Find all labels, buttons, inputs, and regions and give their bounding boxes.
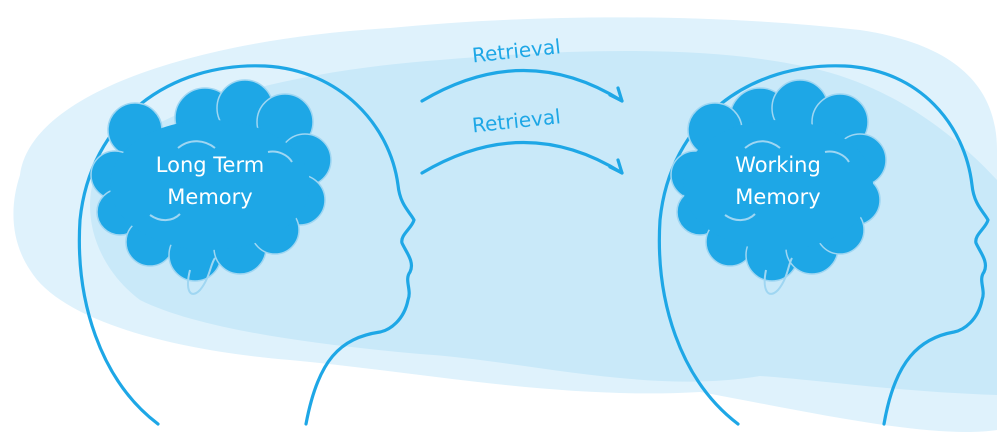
retrieval-arrow-top (420, 69, 624, 103)
left-head: Long Term Memory (77, 64, 416, 426)
right-head: Working Memory (657, 64, 990, 426)
head-silhouette-icon (77, 64, 416, 426)
brain-label-line1: Working (735, 153, 821, 177)
arrowhead-icon (608, 158, 624, 175)
arrowhead-icon (608, 86, 624, 103)
brain-label-line2: Memory (167, 185, 252, 209)
retrieval-arrow-bottom (420, 141, 624, 175)
brain-label-line2: Memory (735, 185, 820, 209)
head-silhouette-icon (657, 64, 990, 426)
brain-icon (670, 79, 887, 295)
brain-icon (90, 79, 332, 295)
brain-label-line1: Long Term (156, 153, 264, 177)
